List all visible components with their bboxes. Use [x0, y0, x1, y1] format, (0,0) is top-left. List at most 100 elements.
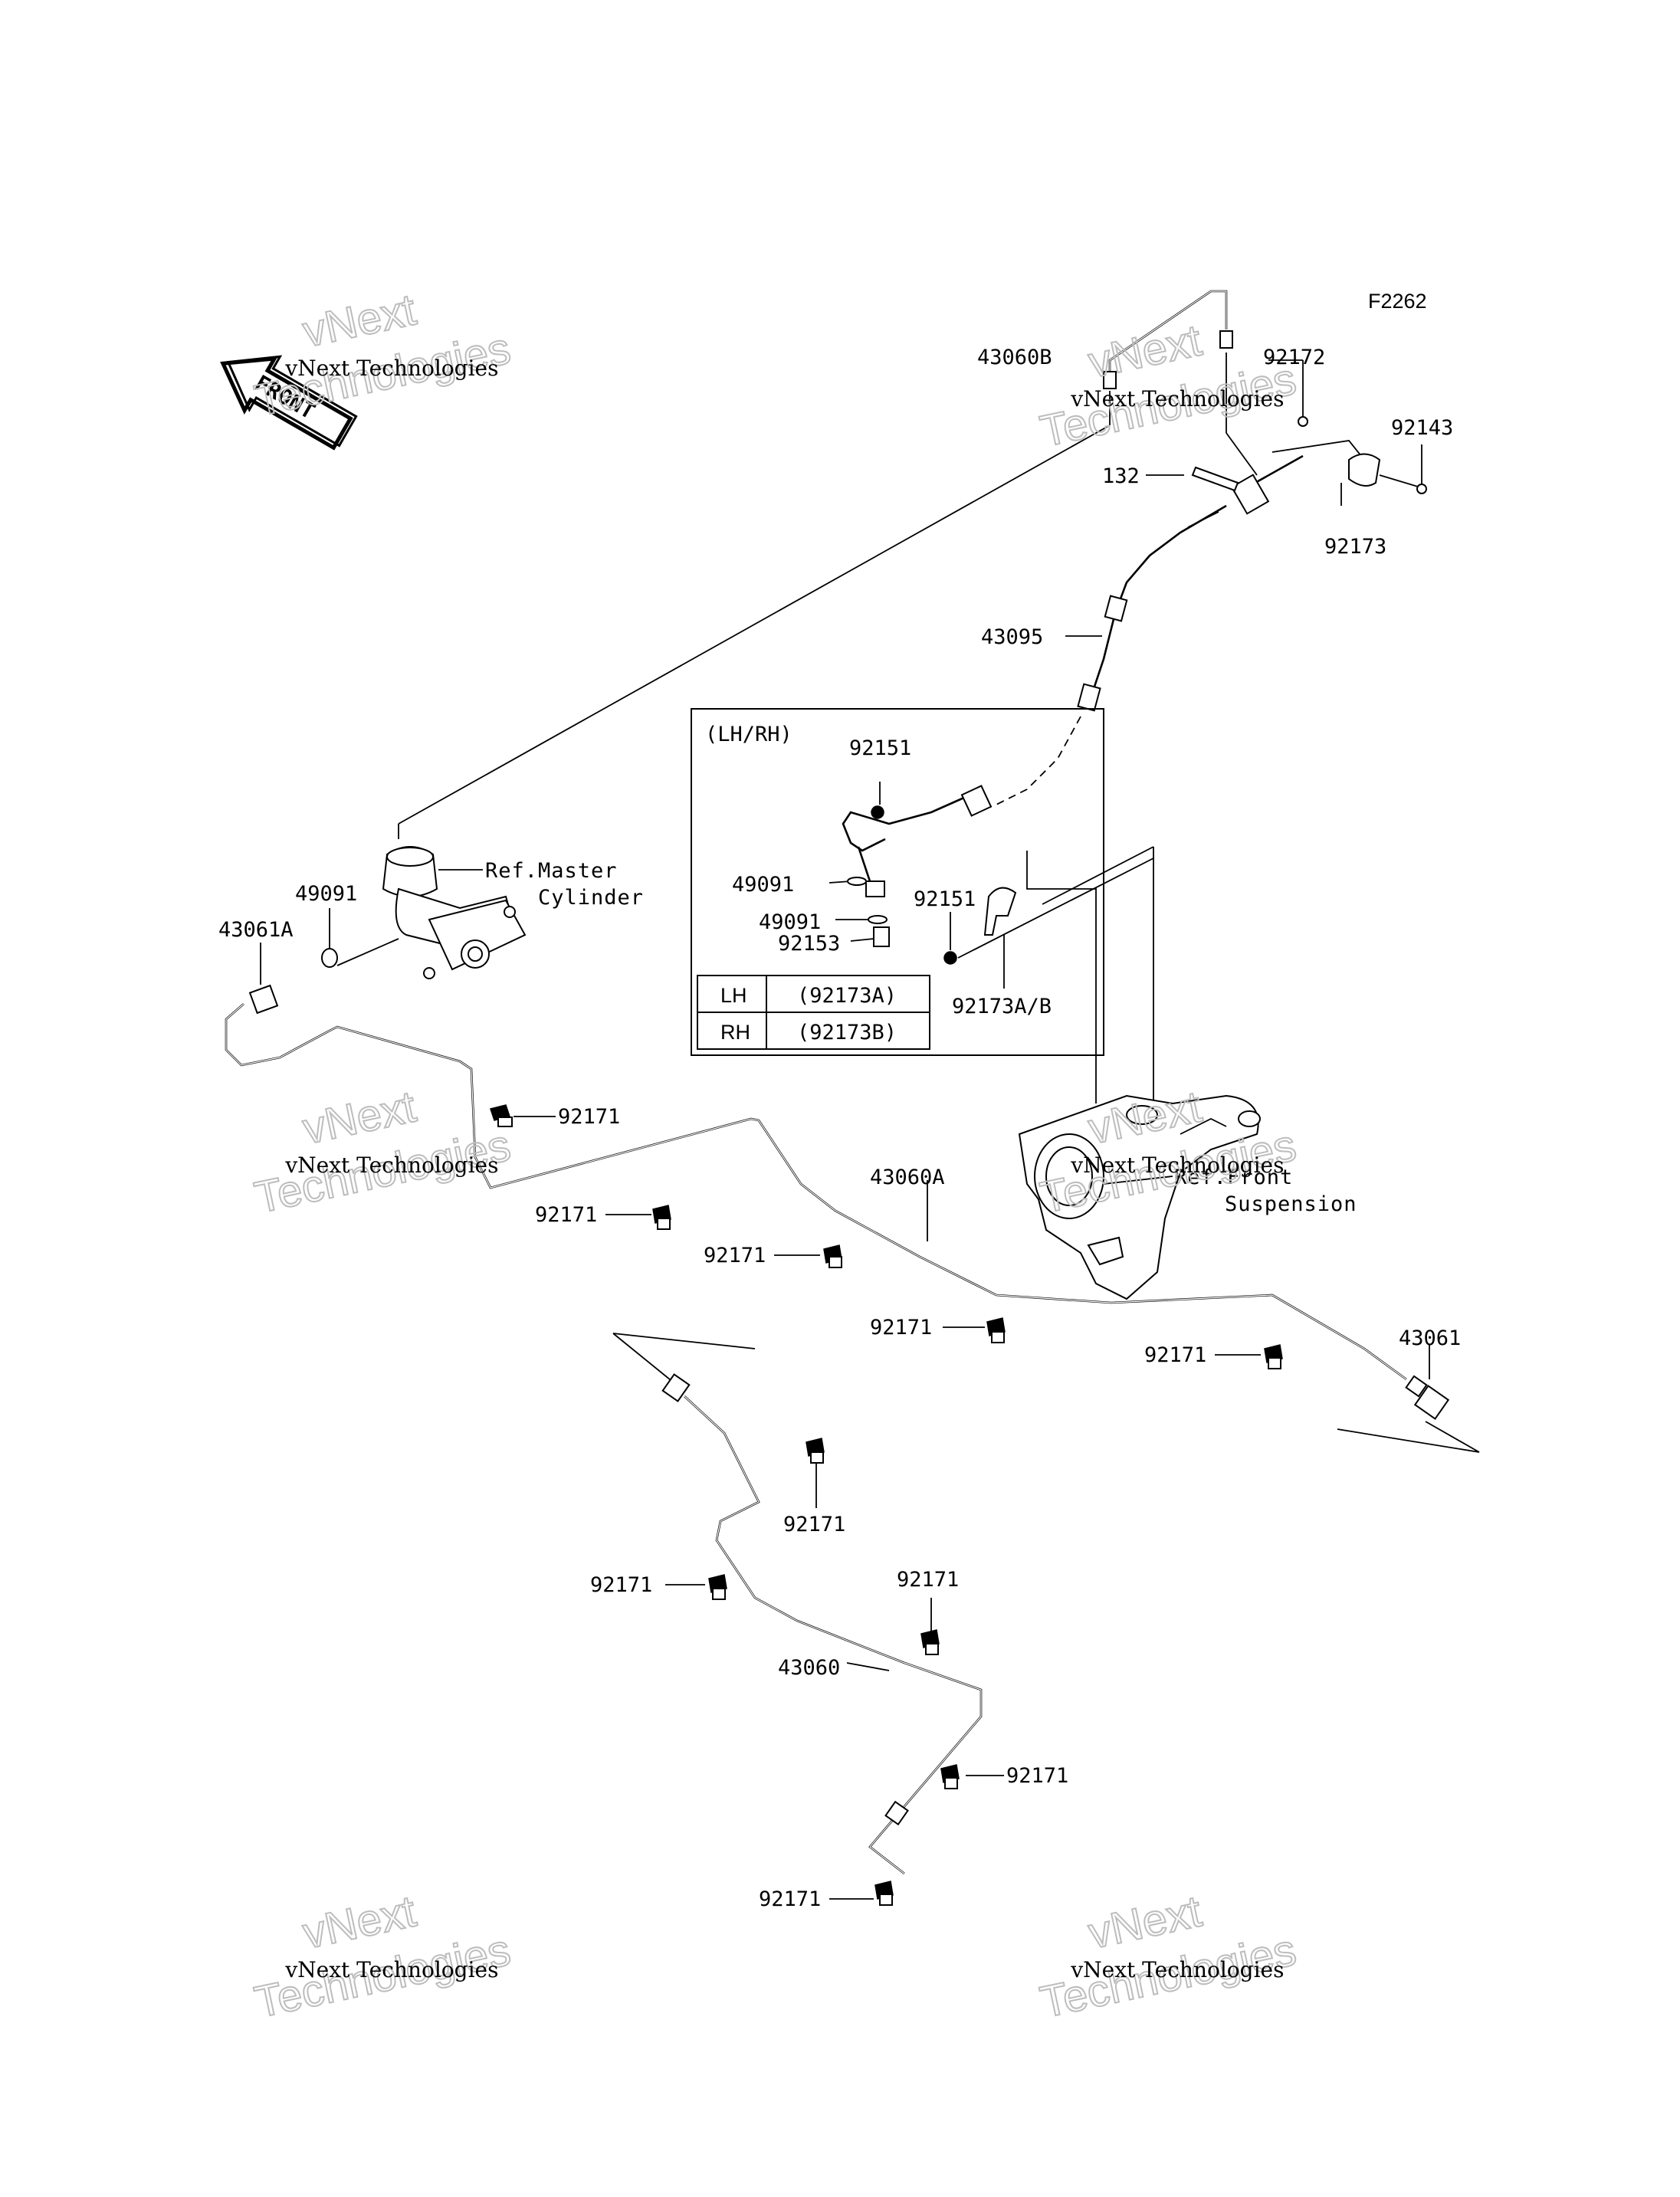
label-92153: 92153 [778, 932, 840, 956]
label-49091-b: 49091 [759, 910, 821, 934]
bolt-92172 [1298, 416, 1308, 427]
clip-icon [823, 1244, 842, 1268]
watermark: vNext Technologies vNext Technologies [1035, 1885, 1301, 2028]
hose-fitting-upper [1104, 595, 1128, 622]
clamp-92173ab [983, 887, 1017, 936]
label-92171-10: 92171 [759, 1887, 821, 1911]
leader-92153 [850, 938, 874, 942]
clip-icon [708, 1574, 727, 1600]
bolt-92153 [873, 926, 890, 947]
clip-icon [986, 1317, 1006, 1343]
inset-title: (LH/RH) [705, 723, 792, 746]
inset-table: LH (92173A) RH (92173B) [697, 975, 930, 1050]
clip-icon [1264, 1344, 1283, 1369]
clip-icon [940, 1764, 960, 1789]
svg-text:vNext Technologies: vNext Technologies [1070, 1957, 1284, 1982]
inset-fitting-lower [865, 880, 885, 897]
pipe-inner [684, 1395, 982, 1874]
svg-text:vNext Technologies: vNext Technologies [284, 1153, 498, 1178]
label-92173ab: 92173A/B [952, 995, 1052, 1018]
leader-92143 [1379, 474, 1419, 487]
label-43095: 43095 [981, 625, 1043, 649]
guide-line-43061 [1337, 1421, 1480, 1453]
master-cylinder [382, 846, 527, 979]
clip-icon [490, 1104, 513, 1127]
table-row-rh-side: RH [720, 1021, 750, 1044]
ref-master-cylinder-line2: Cylinder [538, 886, 644, 910]
watermark: vNext Technologies vNext Technologies [250, 1885, 516, 2028]
pipe-inner [225, 1003, 1407, 1380]
label-92171-8: 92171 [897, 1568, 959, 1592]
leader-ref-suspension [1103, 1176, 1173, 1185]
front-knuckle [1018, 1094, 1261, 1300]
watermark: vNext Technologies vNext Technologies [250, 284, 516, 426]
clip-icon [652, 1205, 671, 1230]
label-43061: 43061 [1399, 1326, 1461, 1350]
label-92172: 92172 [1263, 346, 1325, 369]
table-row-lh-side: LH [720, 984, 747, 1007]
hose-43095 [1087, 504, 1227, 706]
label-49091-a: 49091 [732, 873, 794, 897]
table-row-lh-part: (92173A) [797, 984, 897, 1008]
label-43060b: 43060B [977, 346, 1052, 369]
label-92171-6: 92171 [783, 1513, 845, 1536]
label-92171-5: 92171 [1144, 1343, 1206, 1367]
inset-hose [842, 795, 966, 852]
label-49091-c: 49091 [295, 882, 357, 906]
svg-text:vNext Technologies: vNext Technologies [284, 1957, 498, 1982]
label-92171-7: 92171 [590, 1573, 652, 1597]
fitting-43060b-right [1219, 330, 1233, 349]
label-92173: 92173 [1324, 535, 1386, 559]
fitting-43061-a [1405, 1375, 1428, 1398]
table-row-rh-part: (92173B) [797, 1021, 897, 1044]
label-92171-1: 92171 [558, 1105, 620, 1129]
ref-master-cylinder-line1: Ref.Master [485, 859, 618, 883]
nut-92143 [1416, 484, 1427, 494]
hose-clamp-block [1230, 474, 1270, 515]
guide-line-master [398, 425, 1111, 825]
label-132: 132 [1102, 464, 1140, 488]
clip-icon [920, 1629, 940, 1655]
ref-suspension-line2: Suspension [1225, 1192, 1357, 1216]
hose-dashed-link [996, 716, 1081, 805]
fitting-43060-bottom [884, 1800, 909, 1826]
label-43061a: 43061A [218, 918, 294, 942]
label-43060a: 43060A [870, 1166, 945, 1189]
guide-line-cylinder [336, 938, 399, 966]
guide-line [1226, 432, 1258, 476]
label-92151-b: 92151 [914, 887, 976, 911]
label-92151-a: 92151 [849, 736, 911, 760]
bolt-92151-bottom [943, 951, 957, 965]
fitting-43061a [248, 984, 279, 1015]
clip-icon [874, 1881, 894, 1906]
washer-49091-c [321, 948, 338, 968]
fitting-43060b-left [1103, 371, 1117, 389]
label-92171-3: 92171 [704, 1244, 766, 1267]
label-92143: 92143 [1391, 416, 1453, 440]
watermark: vNext Technologies vNext Technologies [1035, 314, 1301, 457]
figure-code: F2262 [1368, 290, 1427, 313]
label-92171-2: 92171 [535, 1203, 597, 1227]
guide-line-knuckle [1042, 846, 1154, 905]
inset-hose-fitting [960, 785, 993, 817]
watermark: vNext Technologies vNext Technologies [250, 1080, 516, 1223]
washer-49091-b [868, 915, 888, 924]
pipe-inner [1109, 290, 1227, 382]
bolt-92151-top [871, 805, 884, 819]
hose-fitting-lower [1077, 683, 1101, 712]
guide-line-43060 [612, 1333, 756, 1349]
svg-text:vNext Technologies: vNext Technologies [284, 356, 498, 381]
fitting-43061-b [1413, 1385, 1450, 1420]
bolt-132 [1191, 466, 1239, 492]
washer-49091-a [847, 877, 867, 886]
label-43060: 43060 [778, 1656, 840, 1680]
bracket-line [1271, 440, 1365, 461]
hose-fitting [1187, 511, 1219, 528]
guide-line-knuckle [1026, 851, 1097, 1103]
guide-line-43060 [612, 1333, 675, 1384]
guide-line-inset [957, 857, 1154, 959]
svg-text:vNext Technologies: vNext Technologies [1070, 386, 1284, 412]
ref-suspension-line1: Ref.Front [1174, 1166, 1293, 1189]
fitting-43060-top [661, 1373, 691, 1402]
